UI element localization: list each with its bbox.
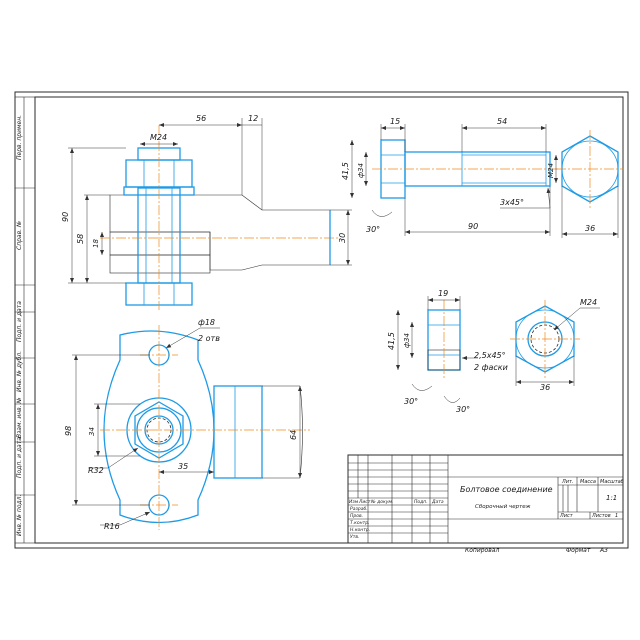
dim-41-5: 41,5: [341, 162, 350, 180]
dim-r32: R32: [88, 466, 104, 475]
dim-54: 54: [497, 117, 507, 126]
nut-detail: [427, 300, 580, 380]
drawing-title: Болтовое соединение: [460, 485, 553, 494]
drawing-subtitle: Сборочный чертеж: [475, 504, 531, 510]
dim-15: 15: [390, 117, 400, 126]
title-block-row: Пров.: [350, 513, 363, 519]
scale-label: Масштаб: [600, 479, 624, 485]
sheet-label: Лист: [559, 513, 574, 519]
side-stamp: Перв. примен. Справ. № Подп. и дата Инв.…: [14, 96, 36, 544]
dim-90-bolt: 90: [468, 222, 478, 231]
dim-56: 56: [196, 114, 206, 123]
dim-30: 30: [338, 233, 347, 243]
title-block-header: № докум.: [370, 499, 393, 505]
format-value: А3: [599, 547, 608, 554]
title-block-header: Дата: [431, 499, 444, 505]
dim-chamfer-nut: 2,5x45°: [474, 351, 506, 360]
dim-41-5-nut: 41,5: [387, 332, 396, 350]
dim-2-chamfers: 2 фаски: [474, 363, 508, 372]
lit-label: Лит.: [561, 479, 574, 485]
dim-90: 90: [61, 212, 70, 222]
title-block: Изм Лист № докум. Подп. Дата Разраб. Про…: [347, 454, 624, 544]
assembly-section-view: [100, 125, 340, 310]
dim-64: 64: [289, 430, 298, 440]
plan-dimensions: ф18 2 отв 98 34 R32 35 64 R16: [64, 318, 302, 531]
mass-label: Масса: [580, 479, 596, 485]
dim-30-deg-nut-b: 30°: [456, 405, 470, 414]
title-block-row: Утв.: [350, 534, 359, 540]
side-stamp-label: Взам. инв. №: [16, 397, 23, 438]
dim-19: 19: [438, 289, 448, 298]
title-block-row: Разраб.: [350, 506, 368, 512]
title-block-header: Подп.: [414, 499, 428, 505]
dim-d18: ф18: [198, 318, 215, 327]
side-stamp-label: Инв. № подл.: [16, 495, 23, 536]
side-stamp-label: Подп. и дата: [16, 301, 23, 342]
dim-58: 58: [76, 234, 85, 244]
dim-r16: R16: [104, 522, 120, 531]
bolt-detail: [372, 130, 624, 208]
scale-value: 1:1: [606, 494, 617, 502]
side-stamp-label: Справ. №: [16, 221, 23, 250]
dim-d34: ф34: [357, 163, 365, 178]
dim-98: 98: [64, 426, 73, 436]
dim-m24: M24: [547, 163, 555, 178]
sheet-frame: [14, 91, 629, 549]
side-stamp-label: Перв. примен.: [16, 115, 23, 160]
dim-d34-nut: ф34: [403, 333, 411, 348]
dim-36-bolt: 36: [585, 224, 595, 233]
copied-label: Копировал: [465, 547, 499, 554]
dim-30-deg-nut-a: 30°: [404, 397, 418, 406]
nut-dimensions: 19 41,5 ф34 2,5x45° 2 фаски 30° 30° M24 …: [387, 289, 600, 414]
dim-12: 12: [248, 114, 258, 123]
dim-34: 34: [88, 427, 96, 436]
dim-m24-nut: M24: [580, 298, 597, 307]
title-block-header: Изм: [349, 499, 359, 505]
plan-view: [100, 325, 310, 530]
dim-36-nut: 36: [540, 383, 550, 392]
dim-2-holes: 2 отв: [198, 334, 220, 343]
footer: Копировал Формат А3: [465, 547, 608, 554]
sheets-label: Листов: [591, 513, 611, 519]
title-block-row: Н.контр.: [350, 527, 370, 533]
dim-18: 18: [92, 239, 100, 248]
dim-chamfer: 3x45°: [500, 198, 524, 207]
dim-30-deg: 30°: [366, 225, 380, 234]
sheets-value: 1: [615, 513, 618, 519]
bolt-dimensions: 15 54 41,5 ф34 M24 3x45° 30° 90 36: [341, 117, 619, 238]
side-stamp-label: Подп. и дата: [16, 437, 23, 478]
dim-m24: M24: [150, 133, 167, 142]
format-label: Формат: [566, 547, 591, 554]
side-stamp-label: Инв. № дубл.: [16, 351, 23, 392]
title-block-header: Лист: [358, 499, 371, 505]
dim-35: 35: [178, 462, 188, 471]
title-block-row: Т.контр.: [350, 520, 370, 526]
assembly-dimensions: 56 12 M24 90 58 18 30: [61, 114, 352, 284]
